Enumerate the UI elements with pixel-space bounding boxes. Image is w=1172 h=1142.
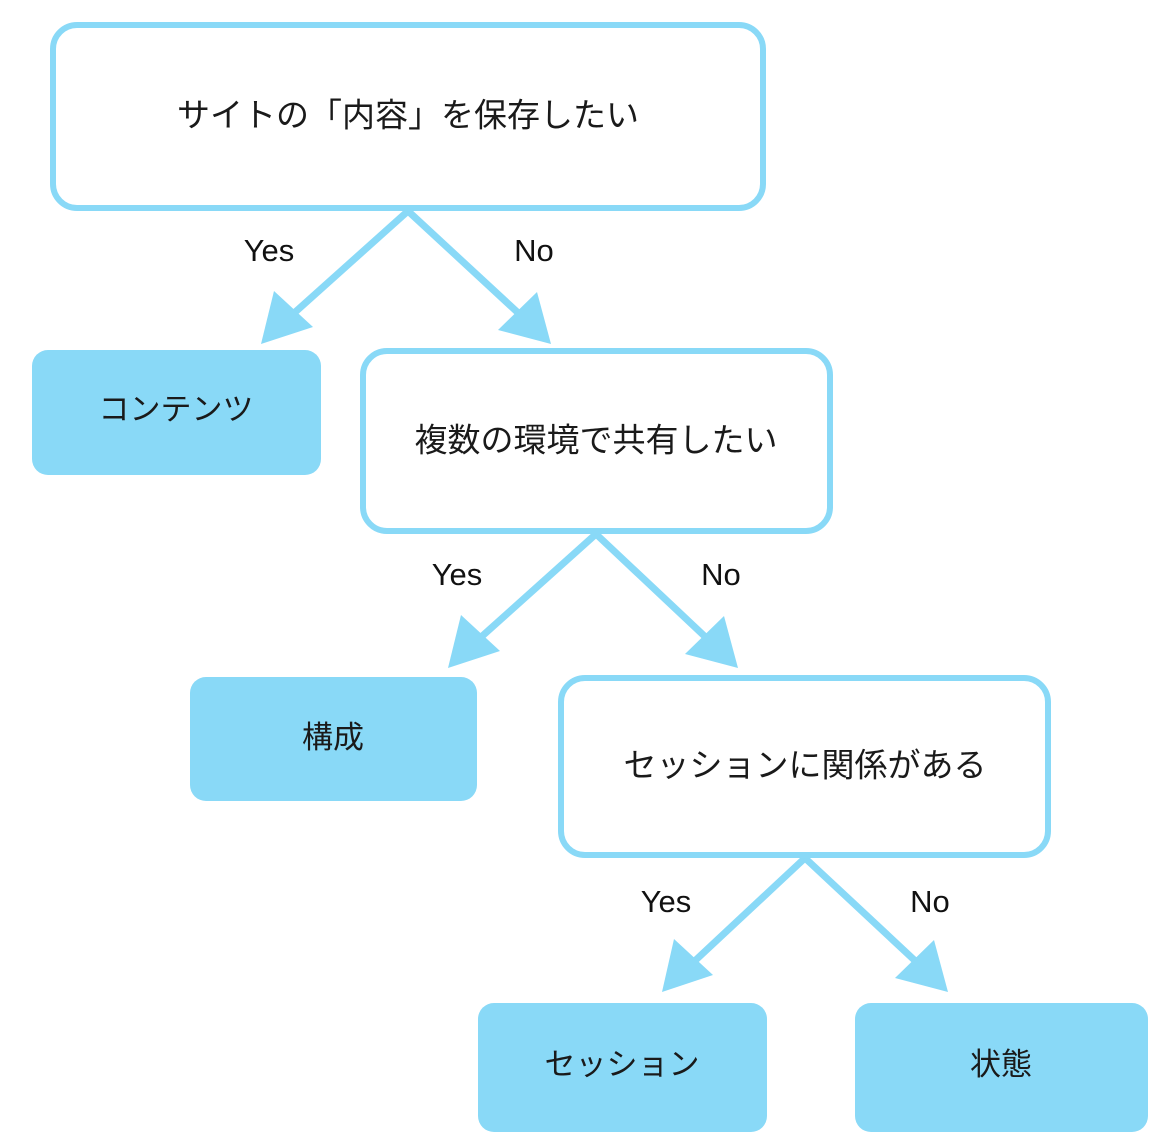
node-label: コンテンツ — [99, 392, 254, 427]
node-root[interactable]: サイトの「内容」を保存したい — [50, 22, 766, 211]
node-label: 状態 — [970, 1047, 1032, 1082]
edge-line — [593, 531, 718, 649]
edge-sessionq-session — [662, 855, 808, 992]
edge-root-share — [405, 208, 551, 344]
arrowhead-icon — [662, 939, 713, 992]
node-session[interactable]: セッション — [478, 1003, 767, 1132]
edge-share-config — [448, 531, 599, 668]
arrowhead-icon — [448, 615, 500, 668]
node-shape — [190, 677, 477, 801]
node-shape — [478, 1003, 767, 1132]
edge-label-share-no: No — [701, 557, 741, 592]
node-shape — [32, 350, 321, 475]
arrowhead-icon — [498, 292, 551, 344]
edge-root-contents — [261, 208, 411, 344]
node-shape — [360, 348, 833, 534]
arrowhead-icon — [895, 940, 948, 992]
node-shape — [558, 675, 1051, 858]
node-label: 複数の環境で共有したい — [415, 422, 778, 459]
arrowhead-icon — [685, 616, 738, 668]
node-label: 構成 — [302, 720, 364, 755]
node-label: セッション — [545, 1047, 700, 1082]
node-contents[interactable]: コンテンツ — [32, 350, 321, 475]
edge-share-sessionq — [593, 531, 738, 668]
node-label: サイトの「内容」を保存したい — [177, 97, 639, 134]
edge-label-share-yes: Yes — [432, 557, 483, 592]
arrowhead-icon — [261, 291, 313, 344]
edge-line — [681, 855, 808, 974]
edge-label-root-yes: Yes — [244, 233, 295, 268]
node-shape — [855, 1003, 1148, 1132]
node-config[interactable]: 構成 — [190, 677, 477, 801]
edge-line — [467, 531, 599, 650]
node-label: セッションに関係がある — [624, 747, 987, 784]
edge-line — [405, 208, 531, 325]
node-share[interactable]: 複数の環境で共有したい — [360, 348, 833, 534]
node-state[interactable]: 状態 — [855, 1003, 1148, 1132]
node-shape — [50, 22, 766, 211]
edge-line — [280, 208, 411, 326]
edge-label-sessionq-yes: Yes — [641, 884, 692, 919]
edge-label-sessionq-no: No — [910, 884, 950, 919]
edge-line — [802, 855, 928, 973]
node-session-question[interactable]: セッションに関係がある — [558, 675, 1051, 858]
edge-sessionq-state — [802, 855, 948, 992]
edge-label-root-no: No — [514, 233, 554, 268]
